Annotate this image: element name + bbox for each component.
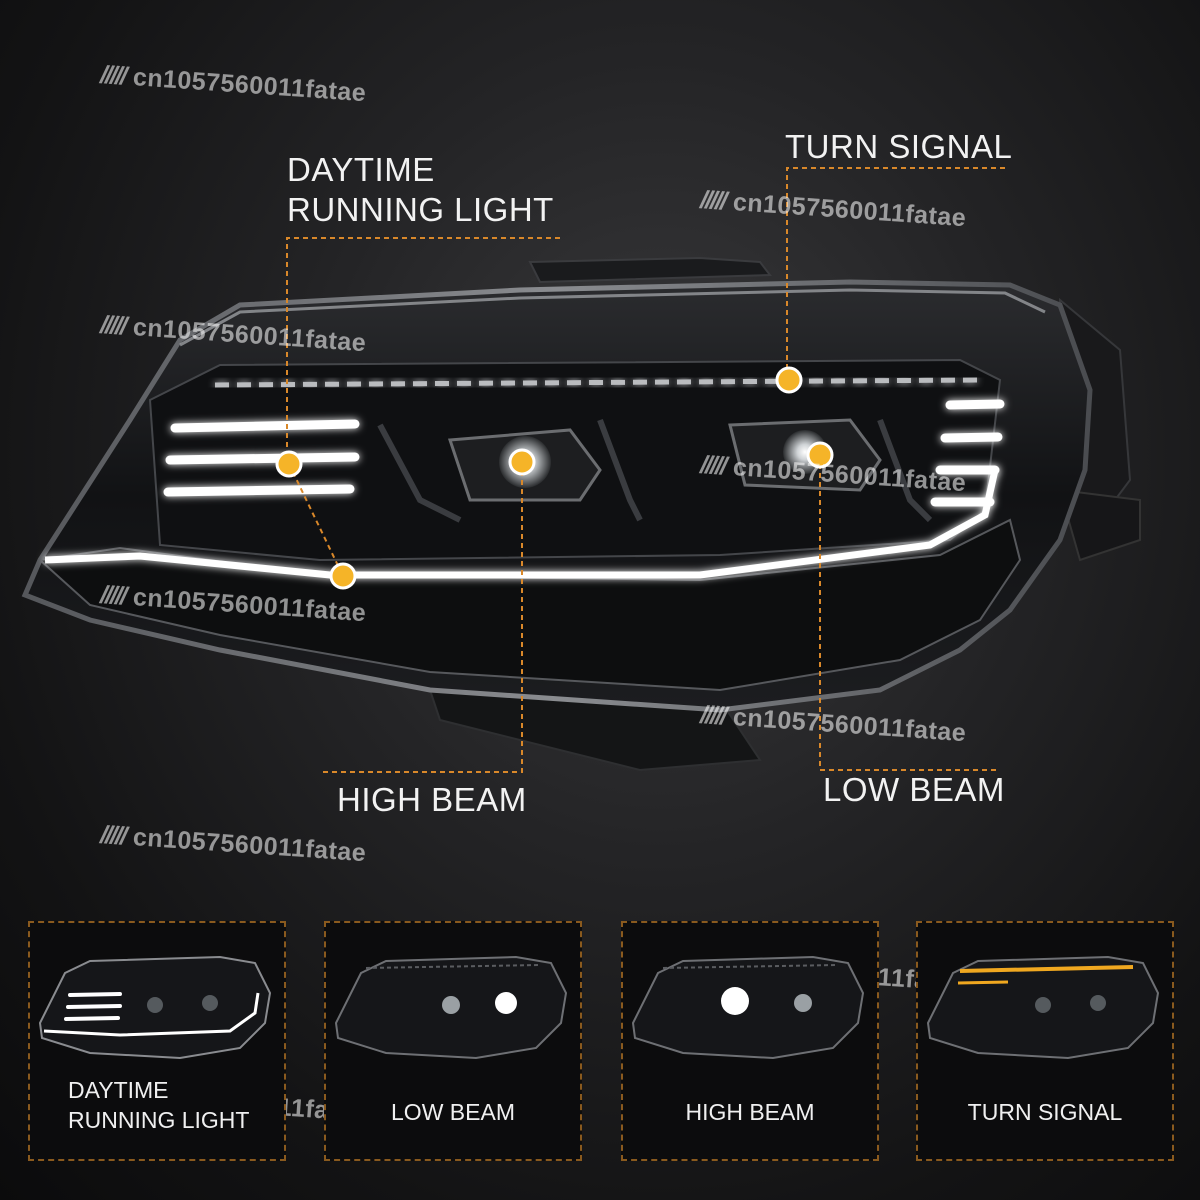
panel-turn-signal: TURN SIGNAL (916, 921, 1174, 1161)
panel-headlight-image (334, 955, 568, 1060)
panel-label: LOW BEAM (391, 1099, 515, 1125)
label-high-beam: HIGH BEAM (337, 781, 527, 818)
panel-headlight-image (926, 955, 1160, 1060)
panel-daytime-running-light: DAYTIME RUNNING LIGHT (28, 921, 286, 1161)
panel-label: DAYTIME RUNNING LIGHT (68, 1077, 250, 1133)
headlight-illustration (21, 256, 1141, 772)
label-turn-signal: TURN SIGNAL (785, 128, 1013, 165)
label-low-beam: LOW BEAM (823, 771, 1005, 808)
panel-headlight-image (631, 955, 865, 1060)
panel-headlight-image (38, 955, 272, 1060)
panel-low-beam: LOW BEAM (324, 921, 582, 1161)
label-drl: DAYTIME RUNNING LIGHT (287, 151, 554, 228)
panel-high-beam: HIGH BEAM (621, 921, 879, 1161)
panel-label: HIGH BEAM (685, 1099, 815, 1125)
panel-label: TURN SIGNAL (967, 1099, 1123, 1125)
